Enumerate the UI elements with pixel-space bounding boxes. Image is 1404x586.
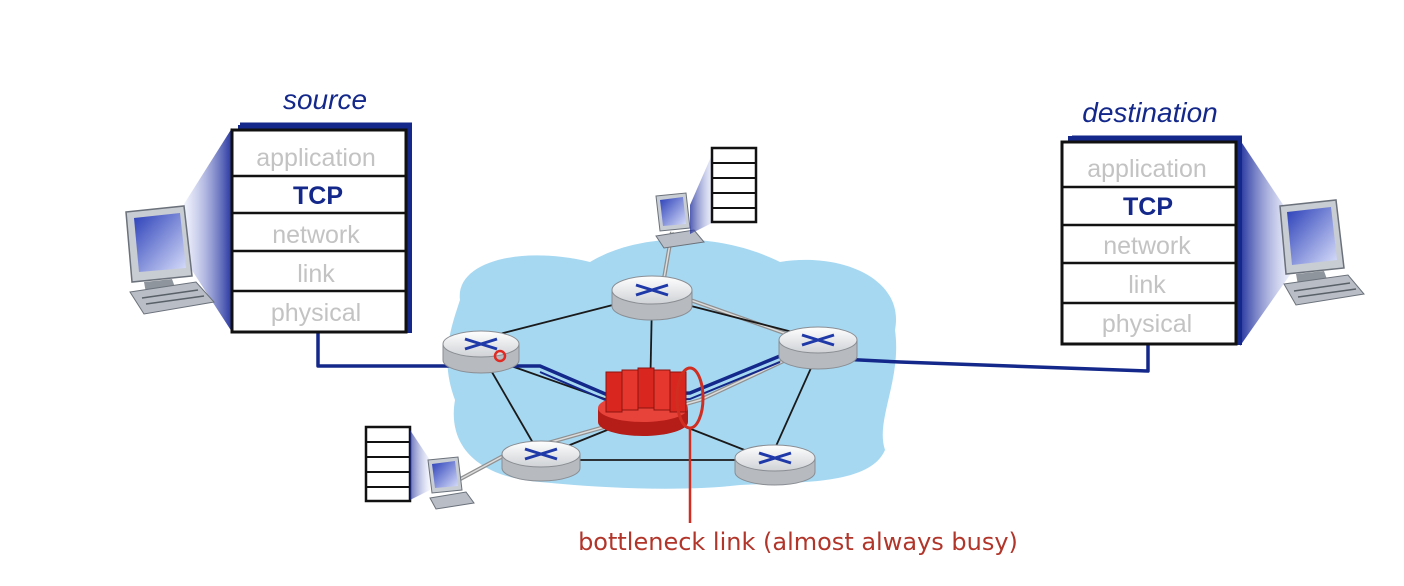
source-layer-link: link: [297, 260, 335, 288]
source-zoom-beam: [184, 128, 232, 332]
destination-layer-link: link: [1128, 271, 1166, 299]
destination-layer-tcp: TCP: [1123, 193, 1173, 221]
source-layer-physical: physical: [271, 299, 361, 327]
bottom-host-computer-icon: [427, 456, 475, 510]
router-top: [611, 275, 693, 321]
destination-layer-application: application: [1087, 155, 1207, 183]
bottleneck-router: [598, 367, 688, 436]
router-right: [778, 326, 858, 370]
destination-title: destination: [1082, 97, 1217, 128]
source-title: source: [283, 84, 367, 115]
top-host-computer-icon: [655, 192, 705, 249]
source-layer-network: network: [272, 221, 360, 249]
source-computer-icon: [125, 205, 215, 315]
destination-computer-icon: [1279, 199, 1365, 306]
destination-layer-physical: physical: [1102, 310, 1192, 338]
router-bottom-left: [501, 440, 581, 482]
bottleneck-annotation: bottleneck link (almost always busy): [578, 528, 1018, 556]
destination-layer-network: network: [1103, 232, 1191, 260]
source-protocol-stack: application TCP network link physical: [230, 125, 412, 334]
router-left: [442, 330, 520, 374]
packet-drop-marker: [493, 349, 507, 363]
source-layer-application: application: [256, 144, 376, 172]
bottom-host-buffer-icon: [364, 425, 412, 503]
source-layer-tcp: TCP: [293, 182, 343, 210]
destination-zoom-beam: [1240, 140, 1292, 346]
destination-protocol-stack: application TCP network link physical: [1060, 136, 1242, 346]
router-bottom-right: [734, 444, 816, 486]
top-host-buffer-icon: [710, 146, 758, 224]
router-queue-icon: [605, 367, 687, 413]
